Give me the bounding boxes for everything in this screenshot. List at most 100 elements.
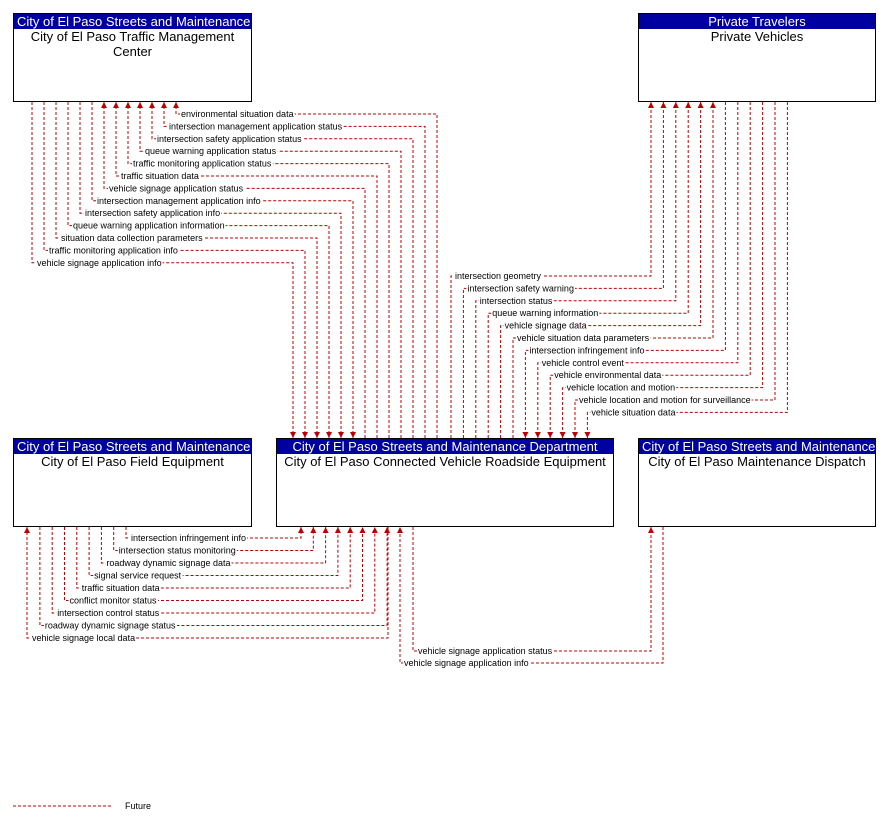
flow-pv-to-rse-5-line: [586, 102, 788, 438]
flow-rse-to-pv-5-label-bg: [516, 333, 651, 343]
flow-rse-to-pv-3-label: queue warning information: [492, 308, 598, 318]
flow-fe-to-rse-7-arrow: [384, 527, 391, 533]
flow-rse-to-pv-2-label: intersection status: [480, 296, 553, 306]
flow-fe-to-rse-4-label-bg: [80, 583, 161, 593]
rse-box[interactable]: City of El Paso Streets and Maintenance …: [276, 438, 614, 527]
tmc-box[interactable]: City of El Paso Streets and Maintenance …: [13, 13, 252, 102]
tmc-title: City of El Paso Traffic Management Cente…: [30, 29, 235, 59]
flow-fe-to-rse-4-label: traffic situation data: [82, 583, 160, 593]
flow-tmc-to-rse-1-label: intersection safety application info: [85, 208, 220, 218]
flow-rse-to-tmc-3-arrow: [137, 102, 143, 108]
flow-rse-to-tmc-5-label: traffic situation data: [121, 171, 199, 181]
flow-fe-to-rse-3-line: [88, 527, 339, 576]
flow-tmc-to-rse-5-arrow: [290, 432, 296, 438]
flow-pv-to-rse-5-label-bg: [590, 407, 677, 418]
flow-rse-to-tmc-5-line: [115, 102, 378, 438]
flow-fe-to-rse-5-arrow: [359, 527, 366, 533]
flow-tmc-to-rse-4-label: traffic monitoring application info: [49, 245, 178, 255]
flow-rse-to-fe-0-label-bg: [31, 633, 137, 643]
flow-rse-to-tmc-1-label: intersection management application stat…: [169, 121, 343, 131]
flow-rse-to-tmc-5-label-bg: [120, 171, 200, 181]
flow-rse-to-pv-3-line: [487, 102, 689, 438]
flow-tmc-to-rse-1-label-bg: [84, 208, 222, 219]
flow-rse-to-fe-0-line: [26, 527, 389, 639]
flow-rse-to-tmc-2-label-bg: [156, 133, 304, 144]
flow-rse-to-tmc-4-arrow: [125, 102, 131, 108]
flow-md-to-rse-0-label-bg: [403, 658, 530, 668]
flow-tmc-to-rse-0-arrow: [350, 432, 356, 438]
flow-fe-to-rse-5-label-bg: [68, 595, 159, 606]
flow-rse-to-fe-0-arrow: [24, 527, 30, 533]
flow-md-to-rse-0-arrow: [397, 527, 403, 533]
flow-rse-to-pv-1-line: [462, 102, 664, 438]
flow-fe-to-rse-7-label-bg: [43, 620, 177, 631]
flow-fe-to-rse-1-label: intersection status monitoring: [119, 546, 236, 556]
flow-rse-to-tmc-2-arrow: [149, 102, 155, 108]
flow-fe-to-rse-2-label: roadway dynamic signage data: [106, 558, 230, 568]
flow-pv-to-rse-5-arrow: [584, 432, 591, 438]
rse-header: City of El Paso Streets and Maintenance …: [277, 439, 613, 454]
flow-rse-to-tmc-6-label: vehicle signage application status: [109, 183, 244, 193]
flow-md-to-rse-0-label: vehicle signage application info: [404, 658, 529, 668]
flow-pv-to-rse-2-arrow: [547, 432, 554, 438]
md-box[interactable]: City of El Paso Streets and Maintenance …: [638, 438, 876, 527]
flow-fe-to-rse-1-arrow: [310, 527, 317, 533]
flow-pv-to-rse-0-label: intersection infringement info: [529, 345, 644, 355]
flow-tmc-to-rse-1-arrow: [338, 432, 344, 438]
flow-fe-to-rse-6-arrow: [371, 527, 378, 533]
flow-pv-to-rse-3-label: vehicle location and motion: [567, 383, 676, 393]
flow-tmc-to-rse-5-label: vehicle signage application info: [37, 258, 162, 268]
flow-rse-to-pv-3-label-bg: [491, 308, 600, 319]
flow-tmc-to-rse-0-label: intersection management application info: [97, 196, 261, 206]
legend-label: Future: [125, 801, 151, 811]
flow-tmc-to-rse-2-arrow: [326, 432, 332, 438]
flow-fe-to-rse-3-label: signal service request: [94, 571, 182, 581]
md-title: City of El Paso Maintenance Dispatch: [648, 454, 866, 469]
flow-pv-to-rse-4-label-bg: [578, 395, 752, 405]
fe-box[interactable]: City of El Paso Streets and Maintenance …: [13, 438, 252, 527]
flow-tmc-to-rse-2-label-bg: [72, 220, 226, 231]
flow-rse-to-tmc-6-arrow: [101, 102, 107, 108]
md-header: City of El Paso Streets and Maintenance …: [639, 439, 875, 454]
pv-header: Private Travelers: [639, 14, 875, 29]
flow-pv-to-rse-3-label-bg: [565, 382, 677, 393]
flow-fe-to-rse-3-label-bg: [93, 570, 183, 581]
flow-fe-to-rse-4-arrow: [347, 527, 354, 533]
flow-rse-to-tmc-0-arrow: [173, 102, 179, 108]
flow-rse-to-pv-2-arrow: [672, 102, 679, 108]
flow-rse-to-pv-3-arrow: [685, 102, 692, 108]
flow-rse-to-tmc-4-label: traffic monitoring application status: [133, 159, 272, 169]
flow-pv-to-rse-3-arrow: [559, 432, 566, 438]
flow-rse-to-tmc-3-label: queue warning application status: [145, 146, 277, 156]
flow-tmc-to-rse-4-arrow: [302, 432, 308, 438]
flow-tmc-to-rse-3-label-bg: [60, 233, 205, 243]
flow-rse-to-tmc-1-arrow: [161, 102, 167, 108]
flow-pv-to-rse-2-line: [549, 102, 751, 438]
flow-fe-to-rse-7-label: roadway dynamic signage status: [45, 621, 176, 631]
flow-rse-to-pv-2-line: [475, 102, 677, 438]
flow-rse-to-pv-0-label-bg: [454, 271, 543, 281]
flow-rse-to-tmc-0-label: environmental situation data: [181, 109, 294, 119]
flow-pv-to-rse-4-arrow: [572, 432, 578, 438]
flow-pv-to-rse-2-label-bg: [553, 370, 663, 381]
flow-rse-to-pv-1-label-bg: [466, 283, 575, 294]
flow-rse-to-pv-0-line: [450, 102, 652, 438]
flow-fe-to-rse-6-label-bg: [56, 608, 161, 618]
flow-rse-to-pv-0-label: intersection geometry: [455, 271, 542, 281]
flow-fe-to-rse-4-line: [76, 527, 351, 589]
flow-rse-to-pv-4-line: [500, 102, 702, 438]
flow-tmc-to-rse-0-label-bg: [96, 195, 262, 206]
flow-tmc-to-rse-3-arrow: [314, 432, 320, 438]
flow-pv-to-rse-5-label: vehicle situation data: [591, 407, 675, 417]
flow-rse-to-md-0-line: [412, 527, 652, 652]
flow-fe-to-rse-7-line: [39, 527, 388, 626]
flow-tmc-to-rse-4-label-bg: [48, 245, 179, 256]
flow-pv-to-rse-0-arrow: [522, 432, 529, 438]
flow-fe-to-rse-6-label: intersection control status: [57, 608, 160, 618]
flow-rse-to-tmc-6-label-bg: [108, 183, 245, 194]
flow-rse-to-tmc-2-label: intersection safety application status: [157, 134, 302, 144]
pv-box[interactable]: Private Travelers Private Vehicles: [638, 13, 876, 102]
flow-rse-to-pv-1-arrow: [660, 102, 667, 108]
flow-pv-to-rse-0-label-bg: [528, 345, 646, 356]
flow-fe-to-rse-2-line: [100, 527, 327, 564]
